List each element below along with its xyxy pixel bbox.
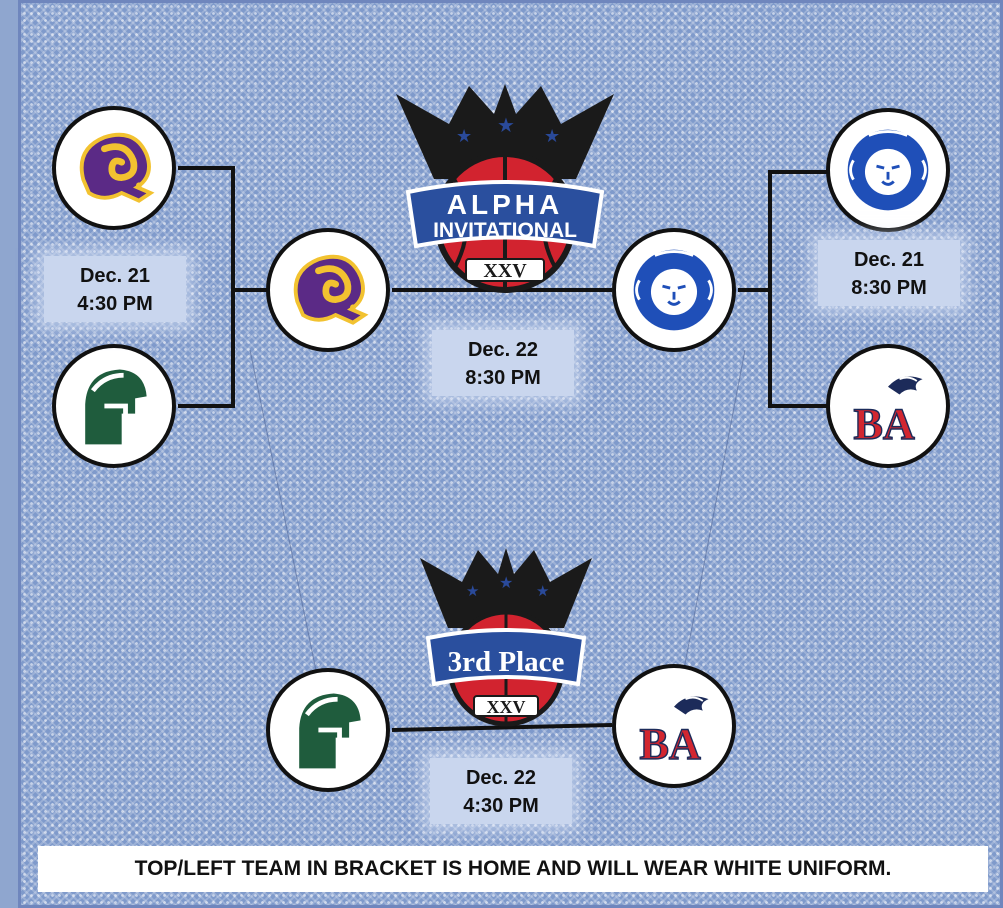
ram-head-icon xyxy=(79,132,155,203)
lion-head-icon xyxy=(633,249,715,331)
date-championship: Dec. 22 8:30 PM xyxy=(432,330,574,396)
game-date: Dec. 21 xyxy=(79,265,151,287)
crest-title: ALPHA xyxy=(447,189,563,220)
eagle-ba-logo-icon: BA xyxy=(853,376,923,449)
game-time: 8:30 PM xyxy=(465,367,541,389)
third-place-label: 3rd Place xyxy=(448,646,565,678)
svg-text:★: ★ xyxy=(536,582,549,600)
game-date: Dec. 22 xyxy=(465,767,537,789)
team-spartans-third-place[interactable] xyxy=(266,668,390,792)
ram-head-icon xyxy=(293,254,369,325)
third-place-crest: ★ ★ ★ 3rd Place XXV xyxy=(420,548,592,727)
team-spartans-seed-bottom-left[interactable] xyxy=(52,344,176,468)
date-third-place: Dec. 22 4:30 PM xyxy=(430,758,572,824)
team-ba-eagles-seed-bottom-right[interactable]: BA xyxy=(826,344,950,468)
game-time: 8:30 PM xyxy=(851,277,927,299)
crest-subtitle: INVITATIONAL xyxy=(433,219,577,242)
spartan-helmet-icon xyxy=(299,693,361,769)
ba-logo-text: BA xyxy=(853,400,914,449)
svg-text:★: ★ xyxy=(499,573,513,592)
team-lions-semifinal-winner[interactable] xyxy=(612,228,736,352)
home-team-note: TOP/LEFT TEAM IN BRACKET IS HOME AND WIL… xyxy=(38,846,988,892)
date-right-semifinal: Dec. 21 8:30 PM xyxy=(818,240,960,306)
team-rams-semifinal-winner[interactable] xyxy=(266,228,390,352)
team-ba-eagles-third-place[interactable]: BA xyxy=(612,664,736,788)
game-time: 4:30 PM xyxy=(77,293,153,315)
game-time: 4:30 PM xyxy=(463,795,539,817)
third-place-year: XXV xyxy=(487,697,526,717)
svg-text:★: ★ xyxy=(456,126,472,147)
svg-text:★: ★ xyxy=(466,582,479,600)
team-rams-seed-top-left[interactable] xyxy=(52,106,176,230)
game-date: Dec. 21 xyxy=(853,249,925,271)
lion-head-icon xyxy=(847,129,929,211)
game-date: Dec. 22 xyxy=(467,339,539,361)
spartan-helmet-icon xyxy=(85,369,147,445)
alpha-invitational-crest: ★ ★ ★ ALPHA INVITATIONAL XXV xyxy=(396,84,614,293)
crest-year: XXV xyxy=(483,260,527,282)
ba-logo-text: BA xyxy=(639,720,700,769)
date-left-semifinal: Dec. 21 4:30 PM xyxy=(44,256,186,322)
eagle-ba-logo-icon: BA xyxy=(639,696,709,769)
svg-text:★: ★ xyxy=(497,113,515,137)
svg-text:★: ★ xyxy=(544,126,560,147)
team-lions-seed-top-right[interactable] xyxy=(826,108,950,232)
